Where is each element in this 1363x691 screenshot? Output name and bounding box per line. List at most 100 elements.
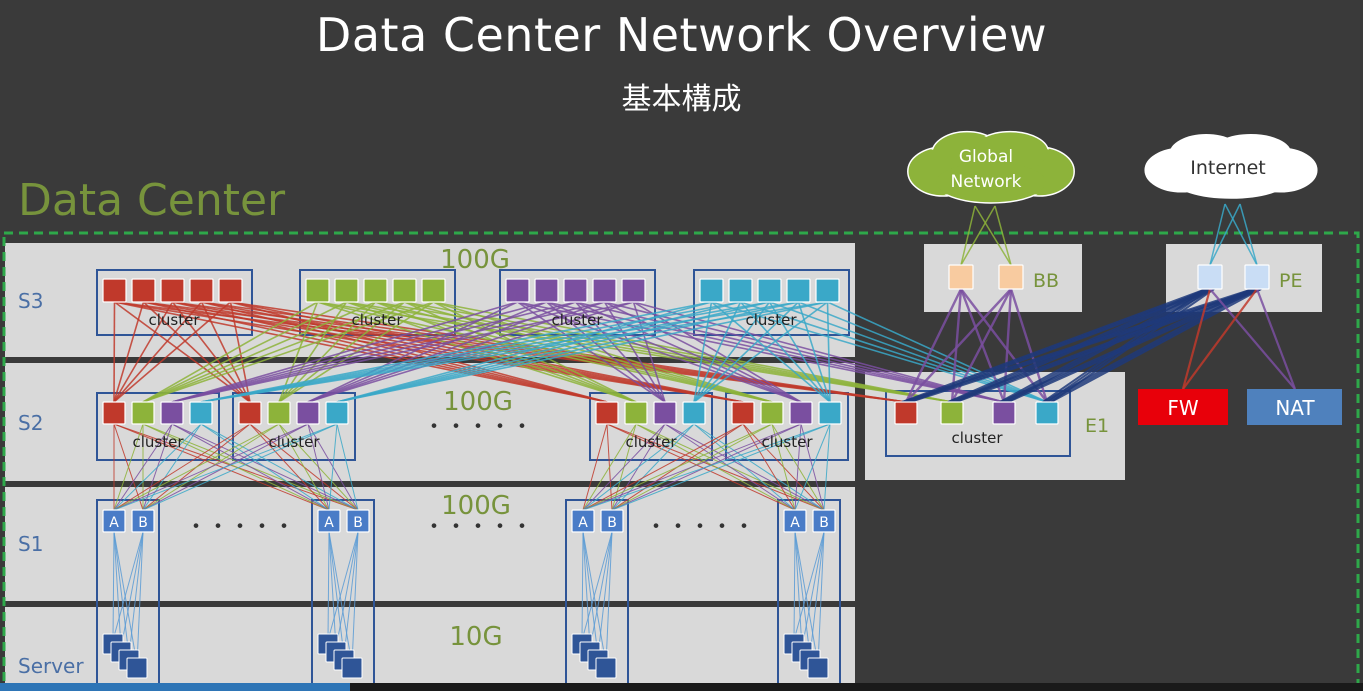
uplink-s2-s1 <box>771 423 796 511</box>
spine-switch-s3 <box>757 278 782 303</box>
tor-switch-a <box>783 509 807 533</box>
uplink-s2-s1 <box>693 423 796 511</box>
edge-switch-e1 <box>894 401 918 425</box>
uplink-s3-s2 <box>545 301 666 403</box>
uplink-s2-s1 <box>113 423 144 511</box>
bb-cloud-link <box>974 205 1012 266</box>
uplink-s2-s1 <box>582 423 744 511</box>
server-link <box>113 531 138 665</box>
bb-cloud-link <box>960 205 976 266</box>
leaf-switch-s2 <box>267 401 291 425</box>
spine-switch-s3 <box>786 278 811 303</box>
spine-switch-s3 <box>189 278 214 303</box>
global-network-cloud <box>907 130 1075 204</box>
edge-switch-e1 <box>992 401 1016 425</box>
uplink-s2-s1 <box>823 423 831 511</box>
slide-subtitle: 基本構成 <box>621 82 742 117</box>
tor-switch-b <box>812 509 836 533</box>
ellipsis-s1-right: ・・・・・ <box>645 515 755 540</box>
spine-switch-s3 <box>392 278 417 303</box>
leaf-switch-s2 <box>238 401 262 425</box>
datacenter-label: Data Center <box>18 175 286 226</box>
bottom-accent <box>0 683 350 691</box>
link-speed-s1: 100G <box>441 491 511 521</box>
server-link <box>128 531 144 657</box>
uplink-s2-s1 <box>794 423 831 511</box>
leaf-switch-s2 <box>131 401 155 425</box>
uplink-s3-s2 <box>710 301 831 403</box>
uplink-s3-s2 <box>200 301 712 403</box>
tor-switch-label: B <box>607 515 617 531</box>
server-link <box>801 531 825 649</box>
uplink-s2-s1 <box>113 423 173 511</box>
spine-switch-s3 <box>728 278 753 303</box>
uplink-s2-s1 <box>582 423 637 511</box>
bb-label: BB <box>1033 270 1059 292</box>
server-link <box>112 531 115 641</box>
ellipsis-s1-left: ・・・・・ <box>185 515 295 540</box>
uplink-s2-s1 <box>113 423 309 511</box>
datacenter-panel <box>5 243 855 691</box>
leaf-switch-s2 <box>789 401 813 425</box>
uplink-s2-s1 <box>582 423 666 511</box>
uplink-e1-pe <box>901 288 1207 403</box>
spine-switch-s3 <box>160 278 185 303</box>
ellipsis-s1-mid: ・・・・・ <box>423 515 533 540</box>
server-link <box>793 531 825 641</box>
uplink-s3-s2 <box>574 301 666 403</box>
uplink-s2-s1 <box>611 423 831 511</box>
global-network-label-1: Global <box>959 147 1013 167</box>
tor-switch-label: A <box>324 515 334 531</box>
uplink-s3-s2 <box>171 301 634 403</box>
server-link <box>328 531 345 657</box>
spine-switch-s3 <box>592 278 617 303</box>
uplink-s3-s2 <box>546 301 802 403</box>
uplink-s2-s1 <box>307 423 330 511</box>
uplink-s3-s2 <box>693 301 800 403</box>
nat-label: NAT <box>1275 396 1315 420</box>
fg-layer: S3S2S1Server100G100G100G10G・・・・・・・・・・・・・… <box>18 130 1342 679</box>
uplink-s3-s2 <box>113 301 174 403</box>
uplink-s3-s2 <box>113 301 203 403</box>
ellipsis-s2: ・・・・・ <box>423 415 533 440</box>
pe-fw-link <box>1182 288 1258 390</box>
pe-nat-link <box>1209 288 1296 390</box>
server-link <box>343 531 359 657</box>
server-link <box>817 531 825 665</box>
server-link <box>120 531 144 649</box>
leaf-switch-s2 <box>102 401 126 425</box>
tier-divider <box>5 481 855 487</box>
cluster-label-s3: cluster <box>551 311 603 329</box>
leaf-switch-s2 <box>160 401 184 425</box>
tor-switch-b <box>131 509 155 533</box>
uplink-s3-s2 <box>632 301 666 403</box>
uplink-s2-s1 <box>278 423 330 511</box>
global-network-label-2: Network <box>951 172 1022 192</box>
server-link <box>582 531 591 649</box>
tor-switch-label: A <box>578 515 588 531</box>
uplink-s2-s1 <box>142 423 202 511</box>
uplink-s3-s2 <box>142 301 347 403</box>
uplink-s3-s2 <box>113 301 145 403</box>
rack-box-s1 <box>96 499 160 691</box>
uplink-s3-e1 <box>375 301 953 403</box>
server-link <box>794 531 819 665</box>
rack-box-s1 <box>311 499 375 691</box>
spine-switch-s3 <box>421 278 446 303</box>
uplink-s2-s1 <box>336 423 359 511</box>
cluster-label-s2: cluster <box>625 433 677 451</box>
uplink-s3-s2 <box>171 301 547 403</box>
server-icon <box>341 657 363 679</box>
cluster-box-s3 <box>96 269 253 336</box>
uplink-s3-s2 <box>142 301 405 403</box>
tor-switch-label: A <box>109 515 119 531</box>
provider-edge-router <box>1197 264 1223 290</box>
server-link <box>582 531 599 657</box>
uplink-s3-s2 <box>768 301 831 403</box>
leaf-switch-s2 <box>760 401 784 425</box>
cloud-fill <box>973 133 1048 173</box>
uplink-s3-s2 <box>517 301 666 403</box>
uplink-s3-s2 <box>113 301 232 403</box>
e1-label: E1 <box>1085 415 1109 437</box>
